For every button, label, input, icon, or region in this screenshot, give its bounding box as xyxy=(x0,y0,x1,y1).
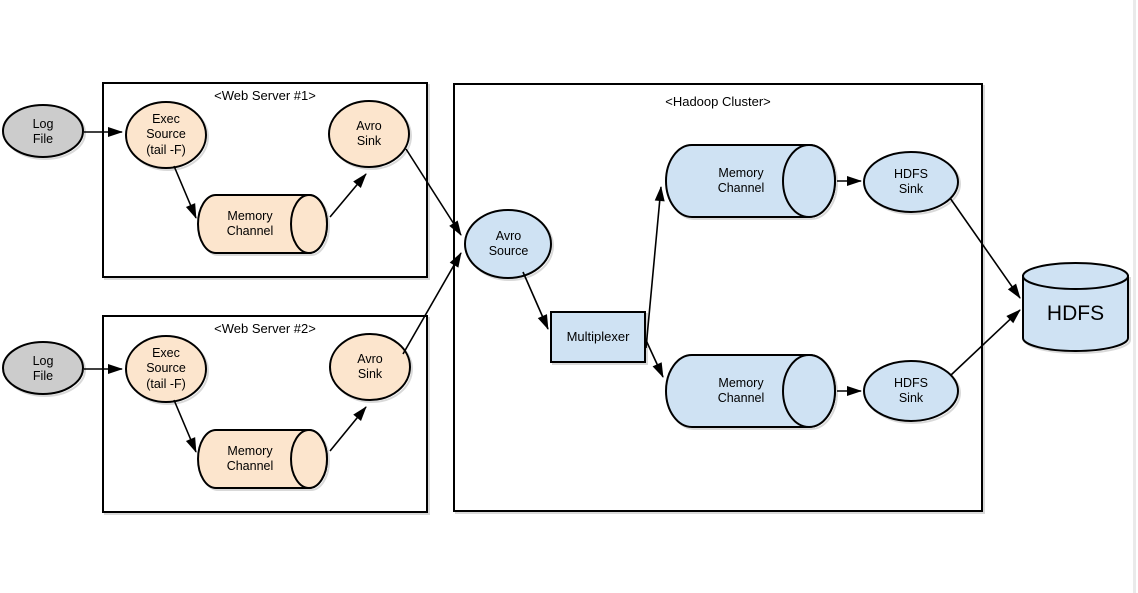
label-line: Source xyxy=(146,361,186,376)
avro-sink-1-label: Avro Sink xyxy=(329,101,409,167)
arrow-avrosink2-to-avrosource xyxy=(402,252,462,355)
label-line: Memory xyxy=(227,208,273,223)
hdfs-sink-top-label: HDFS Sink xyxy=(864,152,958,212)
label-line: HDFS xyxy=(1046,302,1105,325)
arrow-memorychannel1-to-avrosink1 xyxy=(329,173,367,218)
label-line: Sink xyxy=(898,391,924,405)
arrow-memorychannel2-to-avrosink2 xyxy=(329,406,367,452)
label-line: (tail -F) xyxy=(146,142,186,157)
avro-source-label: Avro Source xyxy=(465,210,552,278)
memory-channel-hadoop-top-label: Memory Channel xyxy=(666,145,816,217)
hdfs-sink-bottom-label: HDFS Sink xyxy=(864,361,958,421)
label-line: Avro xyxy=(356,118,382,133)
arrow-multiplexer-to-memorychannel-bottom xyxy=(644,337,664,378)
exec-source-2-label: Exec Source (tail -F) xyxy=(126,336,206,402)
label-line: Source xyxy=(146,127,186,142)
hadoop-cluster-title: <Hadoop Cluster> xyxy=(665,94,771,109)
label-line: Channel xyxy=(717,391,765,405)
label-line: Log xyxy=(32,353,54,368)
exec-source-1-label: Exec Source (tail -F) xyxy=(126,102,206,168)
label-line: File xyxy=(32,132,54,146)
label-line: Sink xyxy=(898,182,924,196)
arrow-execsource1-to-memorychannel1 xyxy=(173,165,197,219)
label-line: HDFS xyxy=(893,375,929,390)
avro-sink-2-label: Avro Sink xyxy=(330,334,410,400)
hdfs-label: HDFS xyxy=(1023,280,1128,348)
label-line: Channel xyxy=(226,224,274,238)
label-line: Exec xyxy=(152,345,180,360)
label-line: Multiplexer xyxy=(566,329,630,345)
web-server-1-title: <Web Server #1> xyxy=(214,88,316,103)
web-server-2-title: <Web Server #2> xyxy=(214,321,316,336)
arrow-execsource2-to-memorychannel2 xyxy=(173,399,197,453)
log-file-1-label: Log File xyxy=(3,106,83,158)
label-line: Memory xyxy=(718,375,764,390)
page-edge-line xyxy=(1133,0,1136,593)
label-line: HDFS xyxy=(893,166,929,181)
label-line: Sink xyxy=(357,367,383,381)
arrow-multiplexer-to-memorychannel-top xyxy=(645,186,665,349)
label-line: Log xyxy=(32,116,54,131)
label-line: Exec xyxy=(152,111,180,126)
arrow-avrosink1-to-avrosource xyxy=(405,148,462,236)
arrow-hdfssinktop-to-hdfs xyxy=(949,197,1021,299)
multiplexer-label: Multiplexer xyxy=(551,312,645,362)
label-line: Source xyxy=(488,244,529,258)
memory-channel-ws2-label: Memory Channel xyxy=(198,430,302,488)
label-line: (tail -F) xyxy=(146,376,186,391)
label-line: Avro xyxy=(357,351,383,366)
label-line: Channel xyxy=(226,459,274,473)
label-line: File xyxy=(32,369,54,383)
label-line: Sink xyxy=(356,134,382,148)
log-file-2-label: Log File xyxy=(3,343,83,395)
arrow-avrosource-to-multiplexer xyxy=(522,271,549,330)
memory-channel-ws1-label: Memory Channel xyxy=(198,195,302,253)
label-line: Memory xyxy=(227,443,273,458)
label-line: Channel xyxy=(717,181,765,195)
arrow-hdfssinkbottom-to-hdfs xyxy=(950,309,1021,376)
memory-channel-hadoop-bottom-label: Memory Channel xyxy=(666,355,816,427)
label-line: Avro xyxy=(495,228,522,243)
label-line: Memory xyxy=(718,165,764,180)
